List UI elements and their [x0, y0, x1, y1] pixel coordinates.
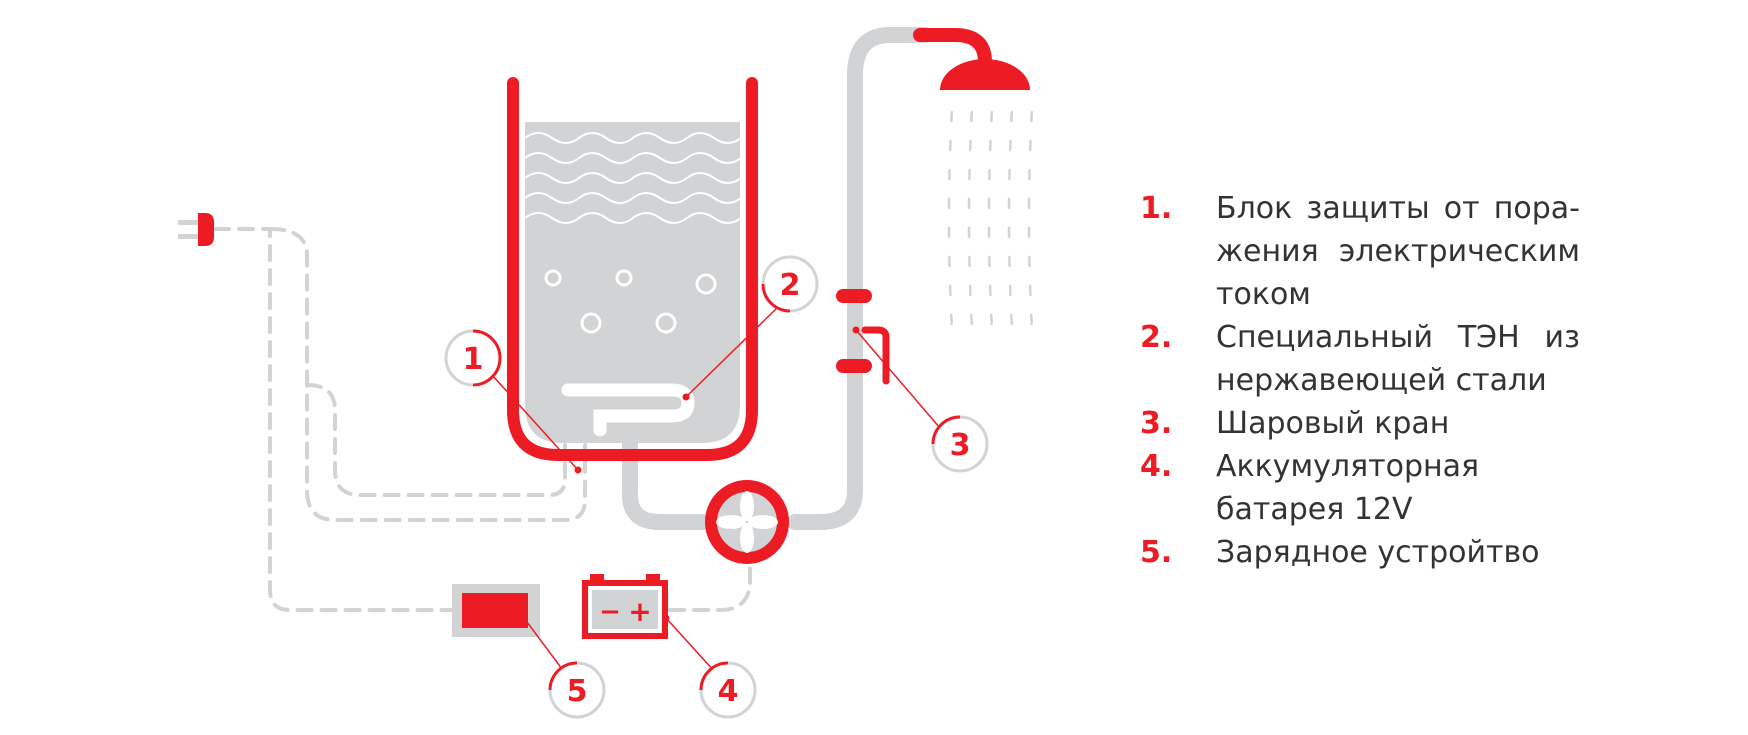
legend-number: 1.	[1140, 191, 1173, 226]
pipe-tank-to-pump	[622, 422, 713, 530]
callout-2: 2	[761, 255, 819, 313]
legend-item: 5. Зарядное устройтво	[1140, 531, 1580, 574]
tank-waves	[524, 132, 742, 224]
legend-text: Зарядное устройтво	[1216, 535, 1540, 570]
battery-plus-sign: +	[628, 595, 651, 628]
legend-text: Шаровый кран	[1216, 406, 1450, 441]
battery-icon: − +	[582, 574, 668, 639]
callout-4-number: 4	[718, 674, 739, 709]
callout-5: 5	[548, 661, 606, 719]
legend-number: 2.	[1140, 320, 1173, 355]
wire-battery-to-pump	[668, 553, 752, 612]
callout-anchor-dots	[520, 326, 860, 622]
tank-water	[525, 122, 740, 443]
ball-valve-icon	[836, 289, 890, 385]
legend-item: 4. Аккумуляторная батарея 12V	[1140, 445, 1580, 531]
wire-protection-inner	[305, 383, 567, 497]
callout-1: 1	[444, 329, 502, 387]
water-tank-icon	[507, 77, 758, 461]
legend-number: 4.	[1140, 449, 1173, 484]
legend-number: 5.	[1140, 535, 1173, 570]
water-piping	[622, 27, 933, 530]
electrical-wiring	[213, 227, 752, 612]
legend-item: 1. Блок защиты от пора-жения электрическ…	[1140, 187, 1580, 316]
callout-2-number: 2	[780, 268, 801, 303]
legend-list: 1. Блок защиты от пора-жения электрическ…	[1140, 187, 1580, 574]
callout-5-number: 5	[567, 674, 588, 709]
charger-icon	[452, 584, 540, 637]
shower-head-icon	[913, 28, 1034, 332]
legend-text: Аккумуляторная батарея 12V	[1216, 449, 1480, 527]
callout-3: 3	[931, 415, 989, 473]
callout-4: 4	[699, 661, 757, 719]
wire-plug-to-charger	[213, 227, 454, 612]
callout-3-number: 3	[950, 428, 971, 463]
callout-1-number: 1	[463, 342, 484, 377]
legend-number: 3.	[1140, 406, 1173, 441]
battery-minus-sign: −	[599, 597, 621, 627]
legend-text: Блок защиты от пора-жения электрическим …	[1216, 191, 1580, 312]
plug-icon	[178, 213, 214, 246]
callout-leaders	[491, 304, 941, 674]
shower-water	[947, 106, 1034, 332]
pipe-pump-to-shower	[787, 27, 933, 530]
tank-bubbles	[544, 269, 717, 334]
tank-walls	[507, 77, 758, 461]
heating-element-icon	[561, 383, 695, 437]
legend-item: 2. Специальный ТЭН из нержавеющей стали	[1140, 316, 1580, 402]
pump-icon	[705, 480, 789, 564]
wire-plug-to-protection-unit	[268, 227, 587, 522]
legend-item: 3. Шаровый кран	[1140, 402, 1580, 445]
legend-text: Специальный ТЭН из нержавеющей стали	[1216, 320, 1580, 398]
